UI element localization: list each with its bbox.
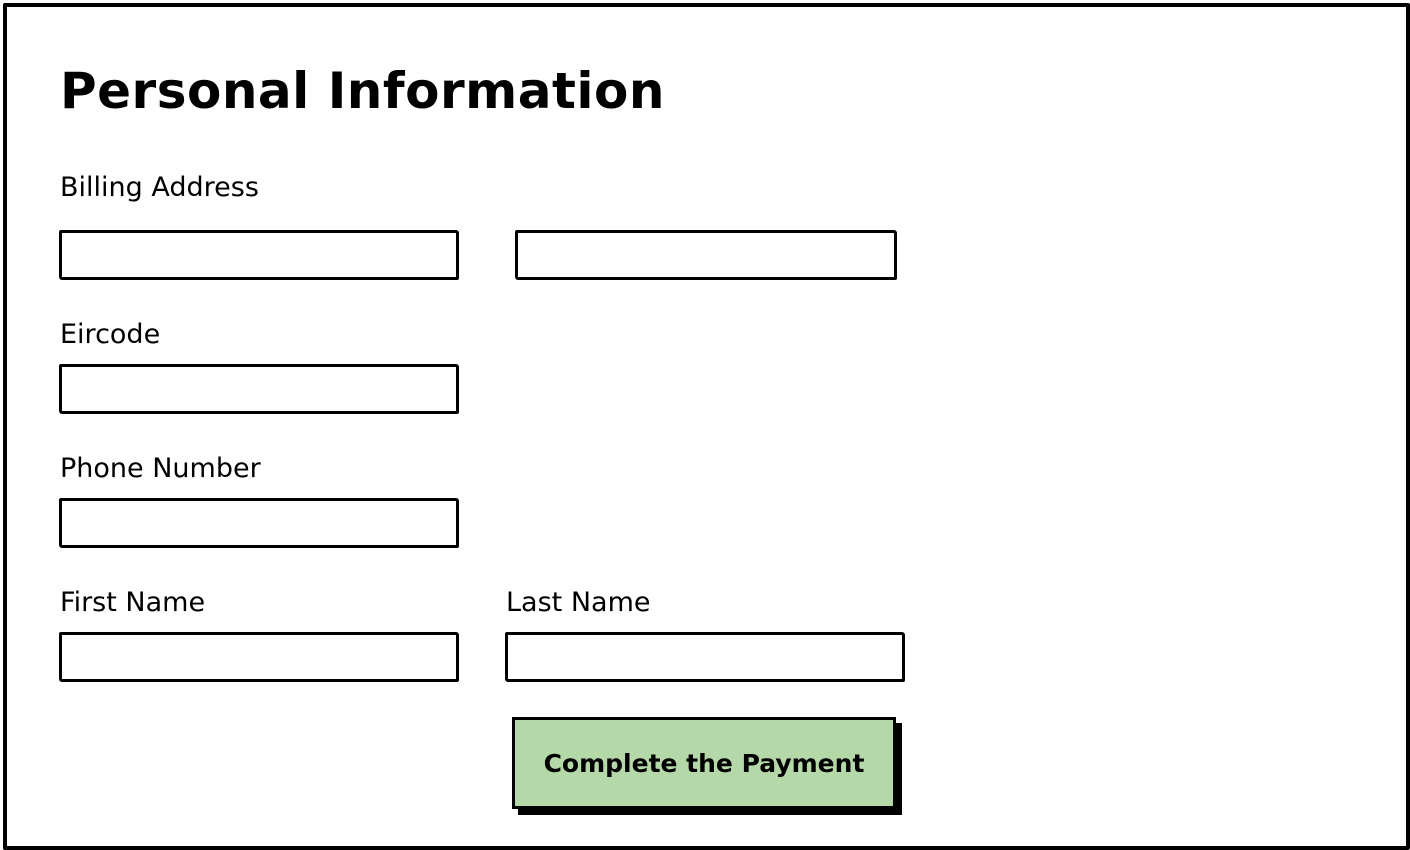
first-name-label: First Name: [60, 587, 206, 618]
phone-number-label: Phone Number: [60, 453, 261, 484]
last-name-input[interactable]: [505, 632, 905, 682]
page-title: Personal Information: [60, 62, 665, 120]
phone-number-input[interactable]: [59, 498, 459, 548]
complete-payment-button[interactable]: Complete the Payment: [512, 717, 896, 809]
last-name-label: Last Name: [506, 587, 651, 618]
eircode-input[interactable]: [59, 364, 459, 414]
billing-address-line1-input[interactable]: [59, 230, 459, 280]
billing-address-label: Billing Address: [60, 172, 259, 203]
form-panel: [3, 3, 1410, 850]
eircode-label: Eircode: [60, 319, 161, 350]
first-name-input[interactable]: [59, 632, 459, 682]
billing-address-line2-input[interactable]: [515, 230, 897, 280]
